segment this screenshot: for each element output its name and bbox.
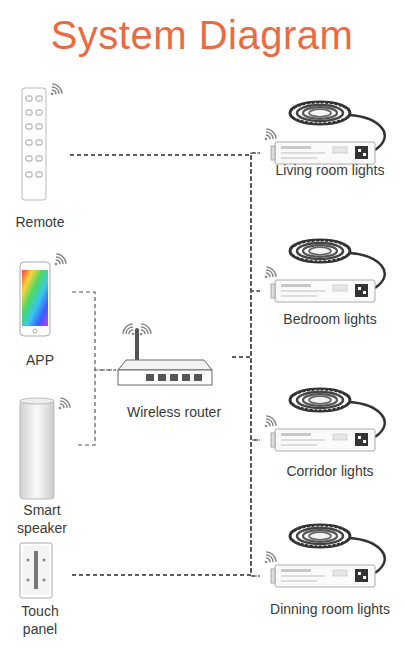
dashed-connection bbox=[70, 155, 260, 576]
dashed-connection bbox=[72, 153, 260, 575]
dashed-connection bbox=[232, 291, 260, 357]
light-group: Living room lights bbox=[260, 93, 400, 179]
dashed-connection bbox=[72, 291, 260, 575]
remote-illustration bbox=[22, 84, 62, 200]
device-label: Dinning room lights bbox=[260, 600, 400, 618]
device-label: Smart speaker bbox=[6, 501, 78, 537]
speaker-illustration bbox=[20, 398, 70, 499]
dashed-connection bbox=[72, 292, 116, 370]
dashed-connection bbox=[232, 357, 260, 576]
phone-illustration bbox=[20, 254, 66, 336]
dashed-connection bbox=[70, 155, 260, 291]
dashed-connection bbox=[232, 357, 260, 440]
device-label: Wireless router bbox=[116, 403, 232, 421]
light-group: Corridor lights bbox=[260, 380, 400, 480]
touch-panel-illustration bbox=[20, 543, 52, 598]
dashed-connection bbox=[72, 440, 260, 575]
dashed-connection bbox=[232, 153, 260, 357]
device-label: Touch panel bbox=[8, 602, 72, 638]
remote-device: Remote bbox=[10, 80, 70, 231]
device-label: Living room lights bbox=[260, 161, 400, 179]
dashed-connection bbox=[70, 155, 260, 440]
device-label: Corridor lights bbox=[260, 462, 400, 480]
dashed-connection bbox=[78, 370, 116, 445]
app-device: APP bbox=[8, 252, 72, 369]
touch-panel-device: Touch panel bbox=[8, 538, 72, 638]
light-group: Dinning room lights bbox=[260, 516, 400, 618]
speaker-device: Smart speaker bbox=[6, 392, 78, 537]
dashed-connection bbox=[72, 575, 260, 576]
router-device: Wireless router bbox=[116, 318, 232, 421]
diagram-title: System Diagram bbox=[0, 10, 404, 60]
router-illustration bbox=[118, 324, 212, 385]
device-label: Bedroom lights bbox=[260, 310, 400, 328]
light-group: Bedroom lights bbox=[260, 231, 400, 328]
device-label: Remote bbox=[10, 213, 70, 231]
device-label: APP bbox=[8, 351, 72, 369]
